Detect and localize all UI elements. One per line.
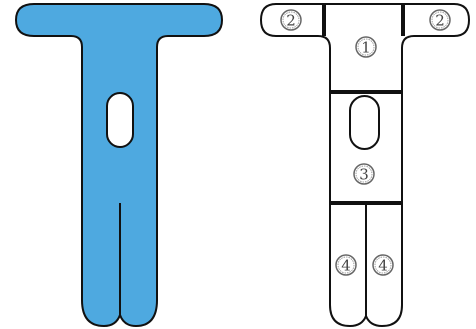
- label-center-top: 1: [355, 36, 377, 58]
- label-tail-right-text: 4: [378, 257, 388, 275]
- label-wing-right: 2: [429, 9, 451, 31]
- label-center-middle-text: 3: [359, 166, 369, 184]
- label-wing-right-text: 2: [435, 12, 445, 30]
- label-tail-right: 4: [372, 254, 394, 276]
- label-wing-left: 2: [280, 9, 302, 31]
- label-tail-left: 4: [335, 254, 357, 276]
- label-wing-left-text: 2: [286, 12, 296, 30]
- label-center-top-text: 1: [361, 39, 371, 57]
- colored-t-shape: [14, 3, 224, 328]
- label-tail-left-text: 4: [341, 257, 351, 275]
- template-hole: [349, 95, 380, 150]
- colored-hole: [106, 92, 134, 148]
- label-center-middle: 3: [353, 163, 375, 185]
- numbered-template: 2 2 1 3 4 4: [259, 3, 471, 328]
- colored-t-body: [14, 3, 224, 328]
